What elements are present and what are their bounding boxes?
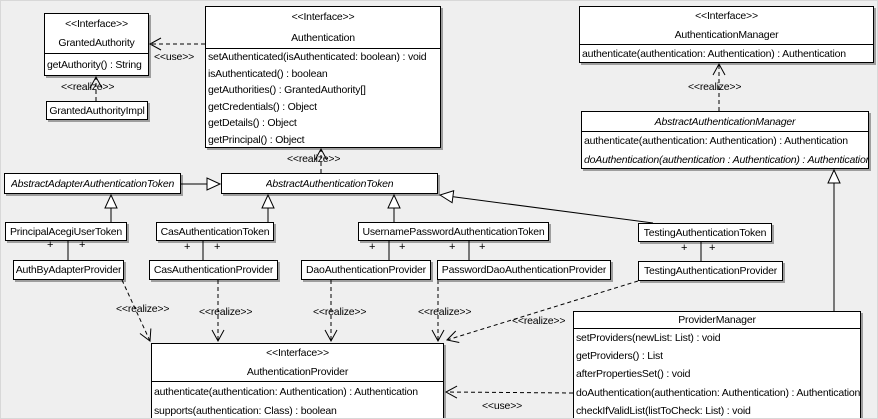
class-auth-by-adapter-provider: AuthByAdapterProvider (13, 260, 124, 280)
class-dao-authentication-provider: DaoAuthenticationProvider (301, 260, 431, 280)
method: supports(authentication: Class) : boolea… (154, 404, 337, 417)
multiplicity-plus: + (214, 241, 221, 253)
class-name: TestingAuthenticationToken (643, 226, 767, 239)
method: authenticate(authentication: Authenticat… (154, 385, 418, 398)
class-name: AbstractAdapterAuthenticationToken (10, 177, 175, 190)
class-cas-authentication-provider: CasAuthenticationProvider (149, 260, 278, 280)
class-testing-authentication-provider: TestingAuthenticationProvider (638, 261, 783, 281)
class-abstract-authentication-manager: AbstractAuthenticationManager authentica… (581, 111, 869, 169)
use-providermanager-authenticationprovider (444, 385, 574, 399)
stereotype-label-realize: <<realize>> (688, 81, 742, 93)
method: doAuthentication(authentication: Authent… (576, 386, 860, 399)
class-cas-authentication-token: CasAuthenticationToken (156, 222, 274, 241)
method: getCredentials() : Object (208, 100, 317, 113)
multiplicity-plus: + (709, 242, 716, 254)
multiplicity-plus: + (449, 241, 456, 253)
class-authentication-manager: <<Interface>> AuthenticationManager auth… (579, 6, 874, 63)
method: isAuthenticated() : boolean (208, 67, 328, 80)
class-name: AbstractAuthenticationManager (654, 115, 796, 128)
class-granted-authority-impl: GrantedAuthorityImpl (46, 101, 148, 120)
multiplicity-plus: + (184, 241, 191, 253)
method: authenticate(authentication: Authenticat… (584, 135, 848, 148)
class-principal-acegi-user-token: PrincipalAcegiUserToken (5, 222, 127, 241)
class-name: AuthenticationManager (674, 28, 779, 41)
method: getDetails() : Object (208, 117, 297, 130)
class-abstract-adapter-authentication-token: AbstractAdapterAuthenticationToken (4, 173, 181, 194)
method: getPrincipal() : Object (208, 133, 305, 146)
stereotype: <<Interface>> (695, 10, 758, 23)
class-granted-authority: <<Interface>> GrantedAuthority getAuthor… (44, 13, 149, 76)
class-password-dao-authentication-provider: PasswordDaoAuthenticationProvider (437, 260, 611, 280)
multiplicity-plus: + (79, 239, 86, 251)
method: setProviders(newList: List) : void (576, 332, 721, 345)
stereotype-label-realize: <<realize>> (287, 153, 341, 165)
multiplicity-plus: + (47, 239, 54, 251)
stereotype: <<Interface>> (291, 11, 355, 24)
class-name: GrantedAuthority (58, 37, 135, 50)
class-name: DaoAuthenticationProvider (306, 264, 426, 276)
method: setAuthenticated(isAuthenticated: boolea… (208, 51, 427, 64)
stereotype: <<Interface>> (266, 347, 329, 360)
class-username-password-authentication-token: UsernamePasswordAuthenticationToken (358, 222, 549, 241)
class-name: PasswordDaoAuthenticationProvider (441, 264, 607, 276)
class-name: Authentication (291, 31, 355, 44)
method: getAuthorities() : GrantedAuthority[] (208, 84, 366, 97)
class-abstract-authentication-token: AbstractAuthenticationToken (221, 173, 438, 194)
method: afterPropertiesSet() : void (576, 368, 691, 381)
class-testing-authentication-token: TestingAuthenticationToken (638, 223, 772, 242)
class-name: AuthenticationProvider (246, 365, 349, 378)
class-authentication-provider: <<Interface>> AuthenticationProvider aut… (151, 343, 444, 418)
multiplicity-plus: + (681, 242, 688, 254)
class-name: UsernamePasswordAuthenticationToken (362, 225, 545, 238)
stereotype-label-realize: <<realize>> (313, 306, 367, 318)
method: doAuthentication(authentication : Authen… (584, 153, 868, 166)
class-name: GrantedAuthorityImpl (49, 104, 145, 117)
class-provider-manager: ProviderManager setProviders(newList: Li… (573, 311, 861, 418)
stereotype: <<Interface>> (65, 17, 128, 30)
class-authentication: <<Interface>> Authentication setAuthenti… (205, 6, 441, 148)
class-name: AuthByAdapterProvider (15, 264, 122, 276)
stereotype-label-use: <<use>> (482, 400, 523, 412)
stereotype-label-realize: <<realize>> (116, 303, 170, 315)
stereotype-label-realize: <<realize>> (418, 306, 472, 318)
class-name: CasAuthenticationToken (160, 225, 270, 238)
multiplicity-plus: + (369, 241, 376, 253)
stereotype-label-realize: <<realize>> (61, 81, 115, 93)
class-name: CasAuthenticationProvider (153, 264, 274, 276)
class-name: ProviderManager (678, 314, 756, 326)
stereotype-label-realize: <<realize>> (199, 306, 253, 318)
method: checkIfValidList(listToCheck: List) : vo… (576, 404, 751, 417)
multiplicity-plus: + (479, 241, 486, 253)
class-name: TestingAuthenticationProvider (643, 265, 778, 277)
class-name: PrincipalAcegiUserToken (9, 225, 123, 238)
multiplicity-plus: + (399, 241, 406, 253)
method: authenticate(authentication: Authenticat… (582, 48, 846, 60)
class-name: AbstractAuthenticationToken (265, 177, 394, 190)
generalization-testingtoken-abstracttoken (438, 190, 654, 224)
method: getAuthority() : String (47, 59, 142, 71)
method: getProviders() : List (576, 350, 663, 363)
stereotype-label-use: <<use>> (154, 51, 195, 63)
stereotype-label-realize: <<realize>> (512, 315, 566, 327)
